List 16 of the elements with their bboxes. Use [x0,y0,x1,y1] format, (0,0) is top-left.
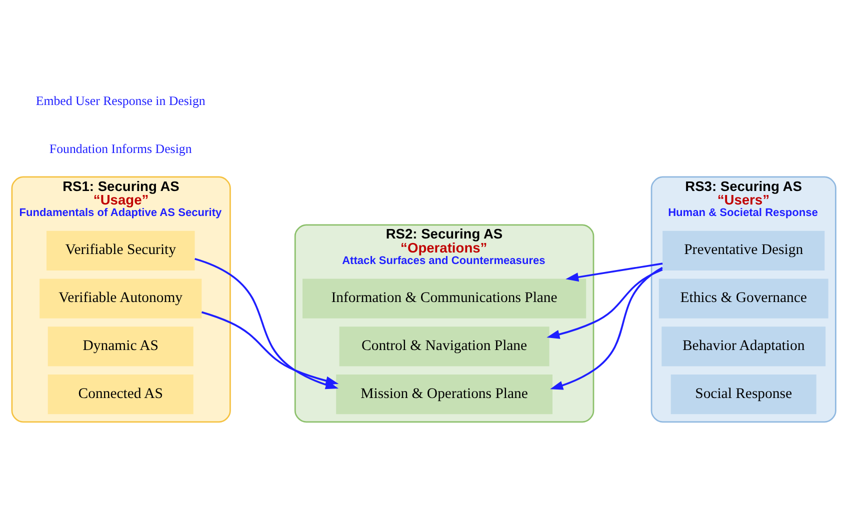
node-box: Information & Communications Plane [302,278,586,318]
arrow [546,268,663,339]
node-box: Mission & Operations Plane [336,374,552,414]
node-box: Behavior Adaptation [662,326,826,366]
node-box: Control & Navigation Plane [339,326,550,366]
node-box: Social Response [670,374,816,414]
node-box: Verifiable Security [46,230,195,270]
label: Embed User Response in Design [36,94,206,108]
node-box: Connected AS [48,374,194,414]
node-box: Verifiable Autonomy [40,278,202,318]
node-box: Preventative Design [662,230,825,270]
node-box: Ethics & Governance [658,278,828,318]
label: Foundation Informs Design [49,142,192,156]
arrow [550,266,663,390]
arrow [566,262,663,282]
node-box: Dynamic AS [48,326,194,366]
